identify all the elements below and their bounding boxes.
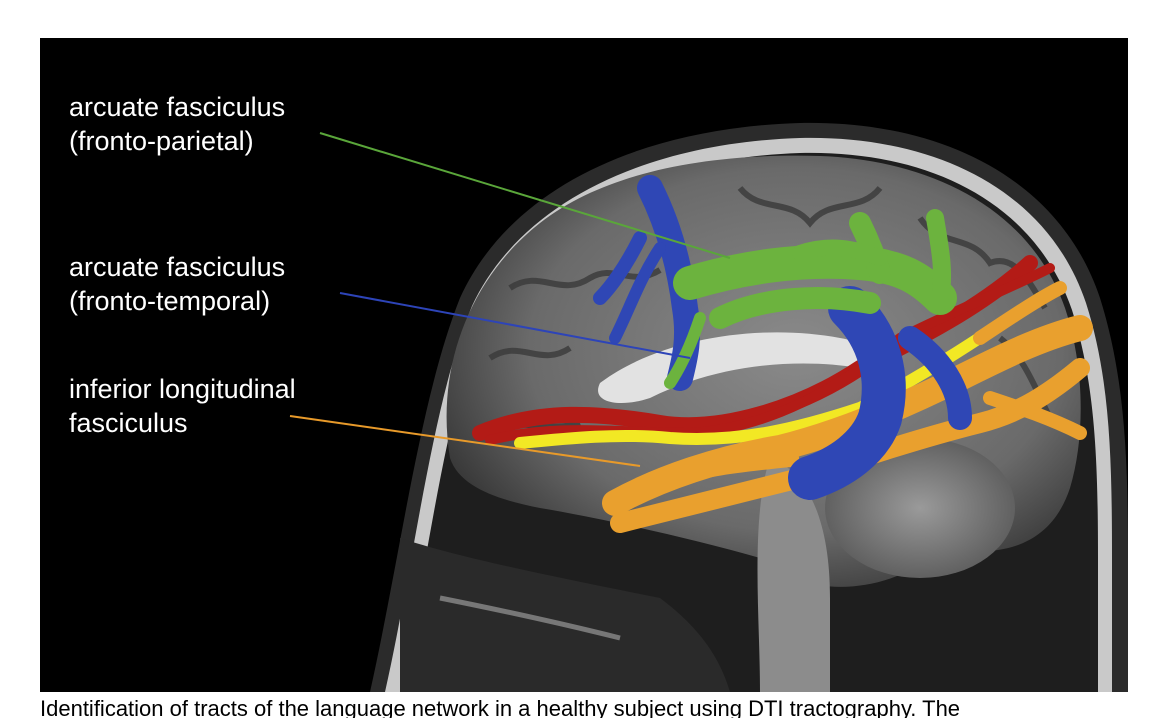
tract-yellow <box>514 292 1046 449</box>
label-arcuate-fronto-parietal: arcuate fasciculus (fronto-parietal) <box>69 90 285 158</box>
label-inferior-longitudinal-fasciculus: inferior longitudinal fasciculus <box>69 372 296 440</box>
tract-green <box>664 209 957 389</box>
tract-red <box>472 255 1055 445</box>
label-line: arcuate fasciculus <box>69 252 286 282</box>
label-line: fasciculus <box>69 408 188 438</box>
label-arcuate-fronto-temporal: arcuate fasciculus (fronto-temporal) <box>69 250 285 318</box>
label-line: arcuate fasciculus <box>69 92 286 122</box>
label-line: (fronto-temporal) <box>69 286 271 316</box>
leader-line-fronto-temporal <box>339 292 691 359</box>
leader-line-fronto-parietal <box>319 132 731 259</box>
label-line: (fronto-parietal) <box>69 126 254 156</box>
mri-figure: arcuate fasciculus (fronto-parietal) arc… <box>40 38 1128 692</box>
brain-mri-scan <box>289 122 1128 692</box>
figure-caption: Identification of tracts of the language… <box>40 696 961 718</box>
label-line: inferior longitudinal <box>69 374 296 404</box>
leader-line-inferior-longitudinal <box>289 415 641 467</box>
